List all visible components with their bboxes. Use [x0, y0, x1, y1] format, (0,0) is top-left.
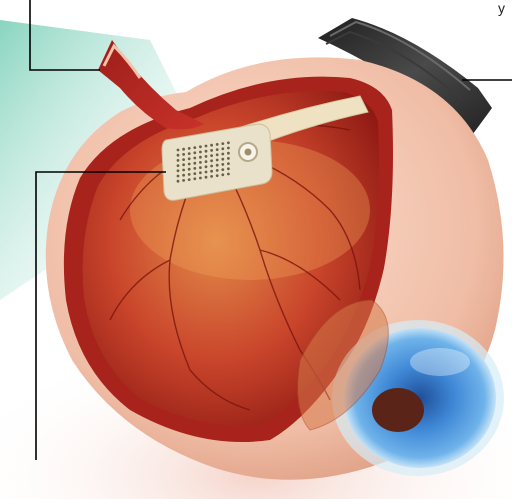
electrode-dot [227, 162, 230, 165]
electrode-dot [227, 157, 230, 160]
electrode-dot [182, 153, 185, 156]
electrode-dot [210, 154, 213, 157]
electrode-dot [221, 163, 224, 166]
electrode-dot [182, 179, 185, 182]
electrode-dot [221, 173, 224, 176]
electrode-dot [221, 168, 224, 171]
electrode-dot [227, 173, 230, 176]
electrode-dot [216, 143, 219, 146]
pupil [372, 388, 424, 432]
electrode-dot [205, 171, 208, 174]
electrode-dot [177, 159, 180, 162]
electrode-dot [210, 170, 213, 173]
electrode-dot [188, 163, 191, 166]
electrode-dot [182, 169, 185, 172]
electrode-dot [182, 163, 185, 166]
electrode-dot [199, 151, 202, 154]
electrode-dot [210, 144, 213, 147]
electrode-dot [221, 153, 224, 156]
electrode-dot [199, 161, 202, 164]
electrode-dot [193, 151, 196, 154]
electrode-dot [227, 141, 230, 144]
electrode-dot [188, 178, 191, 181]
electrode-dot [193, 167, 196, 170]
electrode-dot [199, 156, 202, 159]
electrode-dot [221, 147, 224, 150]
electrode-dot [221, 142, 224, 145]
electrode-dot [205, 165, 208, 168]
electrode-dot [216, 159, 219, 162]
electrode-dot [205, 160, 208, 163]
electrode-dot [177, 154, 180, 157]
electrode-dot [227, 152, 230, 155]
electrode-dot [177, 149, 180, 152]
electrode-dot [216, 164, 219, 167]
electrode-dot [205, 155, 208, 158]
electrode-dot [199, 177, 202, 180]
electrode-dot [177, 180, 180, 183]
electrode-dot [221, 158, 224, 161]
electrode-dot [188, 157, 191, 160]
electrode-dot [193, 157, 196, 160]
electrode-dot [216, 169, 219, 172]
electrode-dot [210, 165, 213, 168]
electrode-dot [216, 153, 219, 156]
electrode-dot [193, 146, 196, 149]
electrode-dot [199, 171, 202, 174]
electrode-dot [199, 166, 202, 169]
electrode-dot [193, 172, 196, 175]
electrode-dot [205, 150, 208, 153]
electrode-dot [188, 152, 191, 155]
electrode-dot [188, 168, 191, 171]
electrode-dot [182, 148, 185, 151]
electrode-dot [227, 147, 230, 150]
electrode-dot [177, 164, 180, 167]
electrode-dot [210, 149, 213, 152]
electrode-dot [205, 145, 208, 148]
electrode-dot [216, 174, 219, 177]
electrode-dot [205, 176, 208, 179]
partial-label-fragment: y [498, 0, 505, 16]
electrode-dot [177, 175, 180, 178]
electrode-dot [227, 167, 230, 170]
electrode-dot [199, 145, 202, 148]
electrode-dot [216, 148, 219, 151]
electrode-dot [188, 173, 191, 176]
electrode-dot [193, 177, 196, 180]
electrode-dot [188, 147, 191, 150]
electrode-dot [182, 174, 185, 177]
cornea-highlight [410, 348, 470, 376]
electrode-dot [182, 158, 185, 161]
electrode-dot [210, 175, 213, 178]
electrode-dot [177, 169, 180, 172]
electrode-dot [210, 159, 213, 162]
electrode-dot [193, 162, 196, 165]
